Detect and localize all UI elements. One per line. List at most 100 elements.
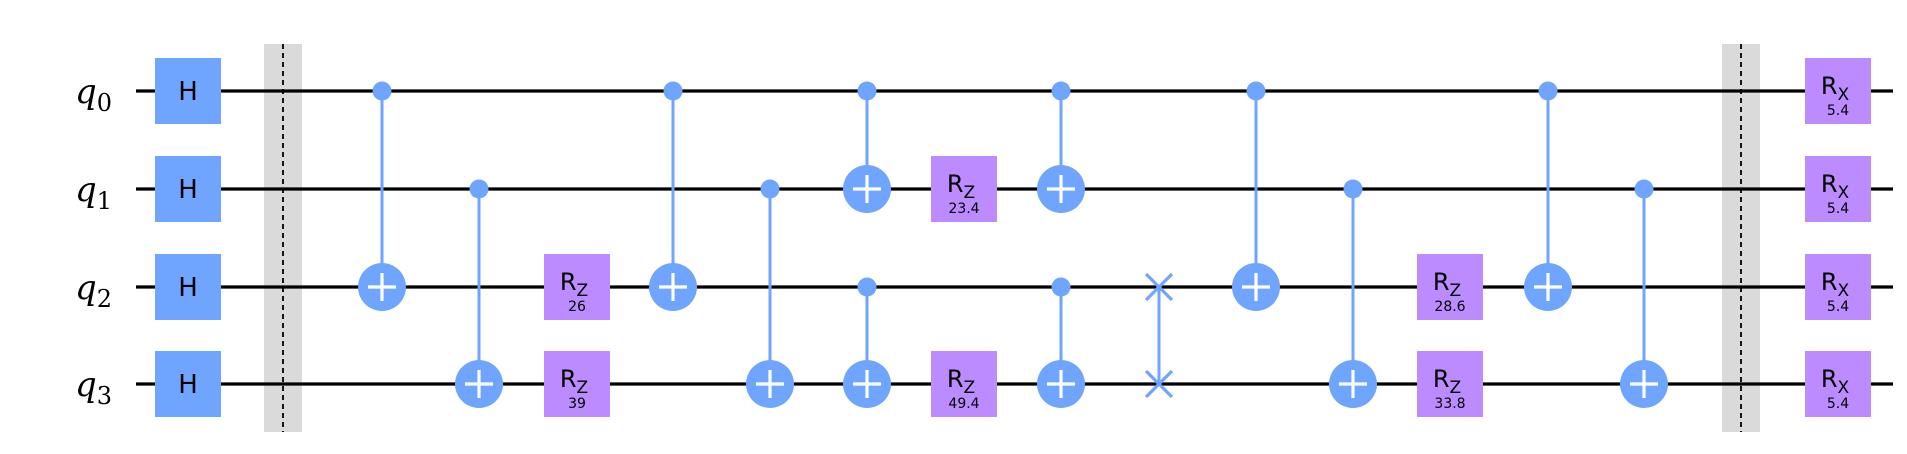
cx-gate — [1329, 179, 1377, 408]
gate-box — [1805, 254, 1871, 320]
cx-gate — [1524, 81, 1572, 311]
h-gate: H — [155, 58, 221, 124]
gate-parameter: 5.4 — [1827, 201, 1849, 217]
control-dot — [372, 81, 392, 101]
gate-label: RX — [1821, 268, 1850, 301]
qubit-label: q1 — [75, 170, 112, 215]
gate-label: H — [178, 370, 198, 400]
gate-box — [1805, 351, 1871, 417]
qubit-label: q2 — [75, 268, 112, 313]
wire-layer — [136, 89, 1893, 386]
rx-gate: RX5.4 — [1805, 351, 1871, 417]
gate-label: RX — [1821, 170, 1850, 203]
qubit-label-prefix: q — [75, 170, 97, 210]
gate-label-axis: Z — [577, 378, 589, 398]
rx-gate: RX5.4 — [1805, 156, 1871, 222]
control-dot — [1246, 81, 1266, 101]
gate-label-axis: Z — [1450, 378, 1462, 398]
gate-box — [1805, 58, 1871, 124]
gate-label-name: R — [1433, 268, 1450, 296]
rx-gate: RX5.4 — [1805, 254, 1871, 320]
qubit-label: q0 — [75, 72, 112, 117]
gate-parameter: 5.4 — [1827, 299, 1849, 315]
gate-label: RX — [1821, 72, 1850, 105]
gate-parameter: 23.4 — [948, 201, 979, 217]
gate-box — [155, 58, 221, 124]
gate-label: H — [178, 175, 198, 205]
qubit-label-prefix: q — [75, 268, 97, 308]
gate-label-axis: Z — [1450, 281, 1462, 301]
control-dot — [1051, 81, 1071, 101]
cx-gate — [843, 81, 891, 213]
control-dot — [1343, 179, 1363, 199]
gate-layer: HHHHRZ26RZ39RZ23.4RZ49.4RZ28.6RZ33.8RX5.… — [155, 58, 1871, 417]
barrier-layer — [264, 44, 1760, 432]
cx-gate — [1232, 81, 1280, 311]
gate-parameter: 26 — [568, 299, 586, 315]
qubit-label-index: 0 — [97, 89, 112, 117]
control-dot — [663, 81, 683, 101]
rx-gate: RX5.4 — [1805, 58, 1871, 124]
control-dot — [1634, 179, 1654, 199]
gate-label-axis: X — [1838, 85, 1850, 105]
gate-box — [1805, 156, 1871, 222]
gate-label: RX — [1821, 365, 1850, 398]
qubit-label-index: 3 — [97, 382, 112, 410]
gate-label-axis: X — [1838, 281, 1850, 301]
control-dot — [1538, 81, 1558, 101]
gate-box — [155, 254, 221, 320]
gate-label: RZ — [560, 268, 588, 301]
gate-label-name: R — [1821, 170, 1838, 198]
cx-gate — [358, 81, 406, 311]
control-dot — [469, 179, 489, 199]
gate-label-axis: X — [1838, 378, 1850, 398]
gate-parameter: 39 — [568, 396, 586, 412]
gate-label: H — [178, 77, 198, 107]
swap-cross — [1144, 369, 1174, 399]
qubit-label: q3 — [75, 365, 112, 410]
gate-parameter: 49.4 — [948, 396, 979, 412]
gate-label-name: R — [1821, 365, 1838, 393]
control-dot — [1051, 277, 1071, 297]
gate-parameter: 33.8 — [1434, 396, 1465, 412]
h-gate: H — [155, 254, 221, 320]
cx-gate — [746, 179, 794, 408]
gate-box — [155, 351, 221, 417]
h-gate: H — [155, 351, 221, 417]
gate-label-name: R — [947, 170, 964, 198]
gate-label: RZ — [560, 365, 588, 398]
gate-box — [544, 351, 610, 417]
cx-gate — [843, 277, 891, 408]
gate-label-name: R — [947, 365, 964, 393]
gate-label: RZ — [947, 170, 975, 203]
gate-label-name: R — [1821, 72, 1838, 100]
gate-label: RZ — [947, 365, 975, 398]
h-gate: H — [155, 156, 221, 222]
cx-gate — [1037, 81, 1085, 213]
control-dot — [857, 81, 877, 101]
gate-label-axis: Z — [577, 281, 589, 301]
gate-label-name: R — [560, 268, 577, 296]
gate-label-name: R — [560, 365, 577, 393]
gate-box — [155, 156, 221, 222]
gate-label-axis: X — [1838, 183, 1850, 203]
gate-box — [931, 156, 997, 222]
swap-gate — [1144, 272, 1174, 399]
gate-parameter: 5.4 — [1827, 103, 1849, 119]
gate-parameter: 28.6 — [1434, 299, 1465, 315]
gate-box — [544, 254, 610, 320]
qubit-label-prefix: q — [75, 365, 97, 405]
swap-cross — [1144, 272, 1174, 302]
gate-box — [1417, 351, 1483, 417]
qubit-label-prefix: q — [75, 72, 97, 112]
gate-label-axis: Z — [964, 183, 976, 203]
gate-label: RZ — [1433, 365, 1461, 398]
control-dot — [760, 179, 780, 199]
